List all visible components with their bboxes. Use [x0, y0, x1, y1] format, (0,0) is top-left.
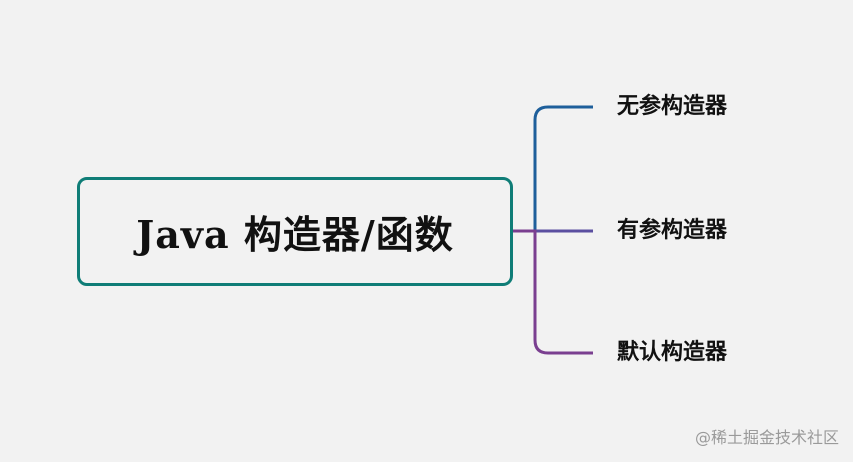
branch-label: 无参构造器 [617, 94, 728, 119]
branch-label: 有参构造器 [617, 218, 728, 243]
connector-branch-1 [513, 105, 593, 233]
connector-branch-3 [513, 229, 593, 355]
branch-node-no-arg-constructor[interactable]: 无参构造器 [617, 96, 727, 118]
branch-node-arg-constructor[interactable]: 有参构造器 [617, 220, 727, 242]
branch-node-default-constructor[interactable]: 默认构造器 [617, 342, 727, 364]
branch-label: 默认构造器 [617, 340, 728, 365]
watermark: @稀土掘金技术社区 [694, 428, 839, 447]
root-node[interactable]: Java 构造器/函数 [77, 177, 513, 286]
root-node-label: Java 构造器/函数 [136, 212, 454, 257]
